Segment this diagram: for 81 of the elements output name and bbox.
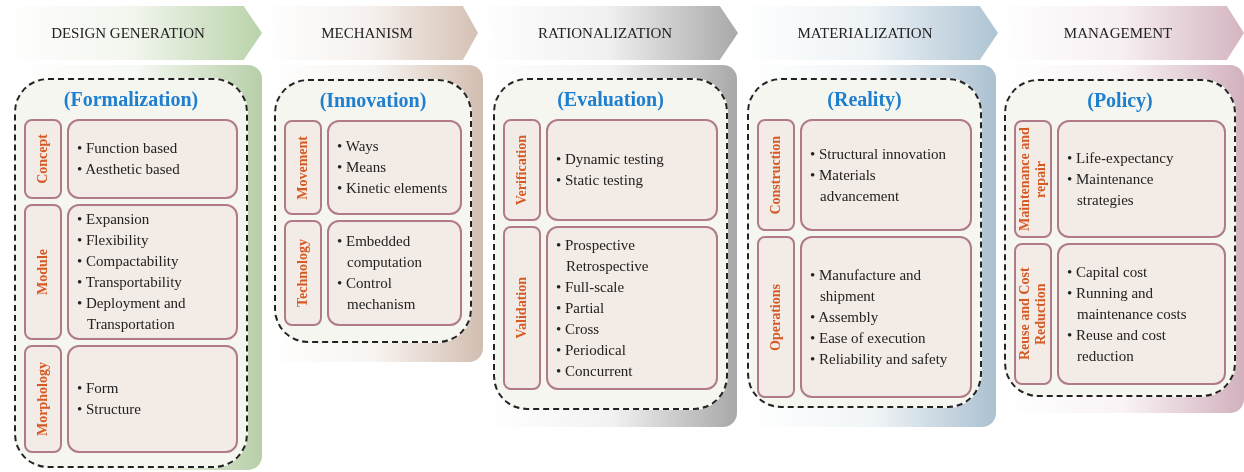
bullet-item: • Capital cost: [1067, 262, 1149, 282]
content-box: [327, 220, 462, 326]
header-text: DESIGN GENERATION: [50, 23, 206, 43]
content-box: [546, 226, 718, 390]
category-box: [1014, 243, 1052, 385]
bullet-item: • Running and maintenance costs: [1067, 283, 1188, 324]
content-box: [800, 236, 972, 398]
content-box: [800, 119, 972, 231]
bullet-item: • Flexibility: [77, 231, 150, 250]
bullet-item: • Reliability and safety: [810, 349, 949, 369]
category-label: Maintenance and repair: [1017, 126, 1049, 233]
bullet-item: • Manufacture and shipment: [810, 265, 923, 306]
header-text: MATERIALIZATION: [796, 23, 934, 43]
category-label: Movement: [295, 135, 311, 200]
bullet-item: • Compactability: [77, 252, 180, 271]
content-box: [546, 119, 718, 221]
category-box: [1014, 120, 1052, 238]
content-box: [1057, 243, 1226, 385]
bullet-item: • Transportability: [77, 273, 183, 292]
dashed-group: [274, 79, 472, 343]
bullet-item: • Ease of execution: [810, 328, 927, 348]
group-title: (Policy): [1086, 88, 1154, 114]
bullet-item: • Maintenance strategies: [1067, 169, 1155, 210]
category-box: [284, 120, 322, 215]
category-label: Concept: [35, 134, 51, 184]
bullet-item: • Structural innovation: [810, 144, 948, 164]
category-label: Operations: [768, 283, 784, 351]
category-box: [503, 226, 541, 390]
category-box: [503, 119, 541, 221]
header-text: RATIONALIZATION: [536, 23, 674, 43]
category-label: Technology: [295, 239, 311, 307]
bullet-item: • Cross: [556, 319, 601, 339]
category-box: [24, 119, 62, 199]
content-box: [67, 345, 238, 453]
bullet-item: • Periodical: [556, 340, 627, 360]
bullet-item: • Concurrent: [556, 361, 634, 381]
group-title: (Evaluation): [556, 87, 665, 113]
bullet-item: • Aesthetic based: [77, 160, 181, 179]
bullet-item: • Expansion: [77, 210, 151, 229]
group-title: (Formalization): [62, 87, 200, 113]
dashed-group: [493, 78, 728, 410]
bullet-item: • Structure: [77, 400, 142, 419]
category-label: Module: [35, 249, 51, 295]
category-box: [284, 220, 322, 326]
group-title: (Innovation): [318, 88, 428, 114]
bullet-item: • Form: [77, 379, 120, 398]
bullet-item: • Function based: [77, 139, 179, 158]
category-label: Reuse and Cost Reduction: [1017, 266, 1049, 363]
bullet-item: • Static testing: [556, 171, 644, 190]
bullet-item: • Full-scale: [556, 277, 626, 297]
content-box: [67, 119, 238, 199]
content-box: [1057, 120, 1226, 238]
content-box: [67, 204, 238, 340]
header-text: MECHANISM: [320, 23, 414, 43]
bullet-item: • Dynamic testing: [556, 150, 665, 169]
bullet-item: • Prospective Retrospective: [556, 235, 650, 276]
dashed-group: [1004, 79, 1236, 397]
content-box: [327, 120, 462, 215]
bullet-item: • Reuse and cost reduction: [1067, 325, 1167, 366]
category-box: [757, 119, 795, 231]
bullet-item: • Kinetic elements: [337, 179, 448, 198]
category-box: [24, 204, 62, 340]
bullet-item: • Materials advancement: [810, 165, 901, 206]
bullet-item: • Deployment and Transportation: [77, 294, 187, 334]
bullet-item: • Embedded computation: [337, 232, 423, 272]
category-label: Validation: [514, 277, 530, 339]
bullet-item: • Ways: [337, 137, 380, 156]
header-text: MANAGEMENT: [1062, 23, 1174, 43]
group-title: (Reality): [826, 87, 903, 113]
bullet-item: • Assembly: [810, 307, 880, 327]
bullet-item: • Life-expectancy: [1067, 148, 1175, 168]
bullet-item: • Partial: [556, 298, 606, 318]
category-box: [757, 236, 795, 398]
category-label: Verification: [514, 134, 530, 206]
category-label: Construction: [768, 135, 784, 215]
bullet-item: • Means: [337, 158, 387, 177]
category-box: [24, 345, 62, 453]
dashed-group: [747, 78, 982, 408]
bullet-item: • Control mechanism: [337, 274, 417, 314]
dashed-group: [14, 78, 248, 468]
category-label: Morphology: [35, 362, 51, 436]
